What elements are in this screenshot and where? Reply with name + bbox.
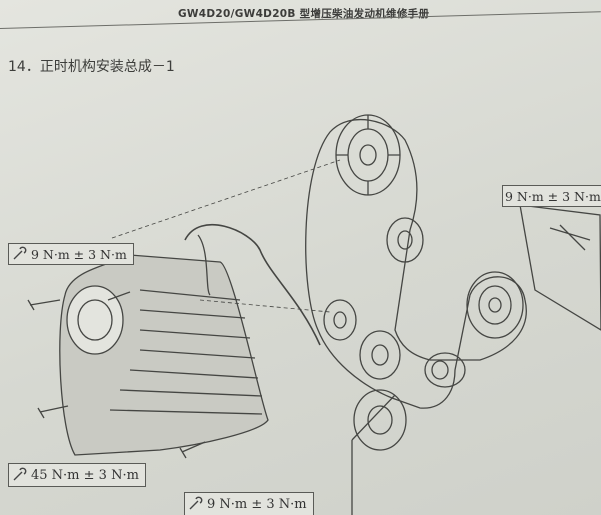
cover-bolt-lower [37,405,69,419]
leader-line [111,159,341,239]
torque-label-cover-top: 9 N·m ± 3 N·m [8,243,134,265]
timing-belt [305,118,527,409]
section-title: 14．正时机构安装总成－1 [8,59,175,75]
cover-bolt-left [27,299,61,311]
torque-wrench-icon [13,246,27,260]
torque-wrench-icon [13,467,27,481]
torque-label-cover-bottom: 9 N·m ± 3 N·m [184,492,314,515]
torque-wrench-icon [189,496,203,510]
tensioner-roller [424,352,466,388]
engine-block-edge [351,394,396,515]
injection-pump-pulley [466,271,524,339]
torque-label-bracket: 9 N·m ± 3 N·m [502,185,601,207]
torque-label-cover-lower: 45 N·m ± 3 N·m [8,463,146,487]
crankshaft-pulley [353,389,407,451]
timing-cover [59,254,269,456]
idler-pulley-upper [386,217,424,263]
torque-value: 9 N·m ± 3 N·m [505,188,601,204]
torque-value: 9 N·m ± 3 N·m [207,496,307,512]
crankshaft-gear [359,330,401,380]
bracket [519,204,601,331]
torque-value: 9 N·m ± 3 N·m [31,246,127,262]
leader-line [199,299,331,313]
camshaft-pulley [335,114,401,196]
cover-bolt-top [107,291,131,301]
torque-value: 45 N·m ± 3 N·m [31,467,139,483]
idler-pulley-left [323,299,357,341]
cover-bolt-bottom [179,441,206,459]
